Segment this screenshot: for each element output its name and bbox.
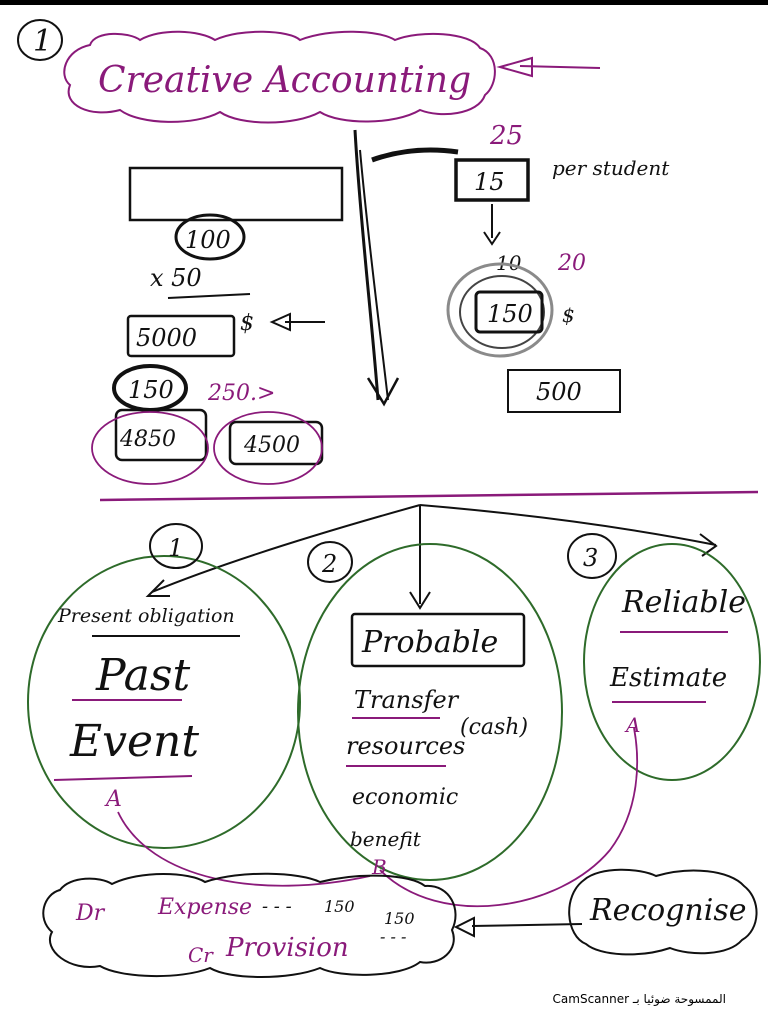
calc-underline <box>167 293 251 299</box>
boxed-value-frame <box>507 369 621 413</box>
per-student-label: per student <box>552 156 670 180</box>
criterion-2-line-5: economic <box>352 785 458 810</box>
scanner-watermark: CamScanner الممسوحة ضوئيا بـ <box>552 992 726 1006</box>
criterion-circle-1 <box>27 555 301 849</box>
criterion-circle-3 <box>583 543 761 781</box>
deduction-value: 150 <box>128 376 174 404</box>
arrow-head-3 <box>699 533 718 557</box>
debit-label: Dr <box>75 901 106 926</box>
criterion-2-line-6: benefit <box>350 827 422 851</box>
credit-account: Provision <box>225 933 349 963</box>
criterion-number-2: 2 <box>321 550 337 578</box>
total-value: 5000 <box>136 324 197 352</box>
connector-arc-2 <box>379 727 639 908</box>
result-loop <box>91 411 209 485</box>
criterion-3-line-2: Estimate <box>609 663 727 693</box>
right-currency: $ <box>562 303 575 327</box>
criterion-number-circle-2 <box>307 541 353 583</box>
criterion-1-line-1: Present obligation <box>57 605 235 627</box>
credit-label: Cr <box>188 943 214 967</box>
top-note: 25 <box>489 121 523 151</box>
top-stroke <box>371 147 459 163</box>
criterion-2-line-4: (cash) <box>460 715 528 740</box>
mid-note-b: 20 <box>557 251 586 276</box>
arrow-head-1 <box>145 579 170 597</box>
criterion-3-line-1: Reliable <box>621 585 746 620</box>
value-box <box>474 290 544 334</box>
circled-value: 100 <box>185 226 231 254</box>
criterion-1-line-3: Event <box>69 716 199 767</box>
alt-result-loop <box>213 411 323 485</box>
value-circle-inner <box>459 275 545 349</box>
credit-amount: 150 <box>384 909 415 928</box>
total-currency: $ <box>240 311 254 336</box>
value-circle-outer <box>446 262 554 358</box>
alt-result-value: 4500 <box>243 433 300 458</box>
debit-dashes: - - - <box>262 896 292 917</box>
recognise-cloud <box>568 868 758 956</box>
criterion-number-1: 1 <box>168 534 183 562</box>
title-arrow-line <box>519 65 601 69</box>
recognise-arrow-head <box>453 916 475 938</box>
debit-account: Expense <box>157 895 252 920</box>
criterion-number-circle-1 <box>149 523 203 569</box>
criterion-1-marker: A <box>104 787 122 812</box>
multiplier: x 50 <box>150 264 202 292</box>
result-value: 4850 <box>119 427 176 452</box>
vertical-divider-2 <box>359 149 389 401</box>
blank-box <box>128 166 344 222</box>
arrow-to-circle-3 <box>419 504 717 546</box>
vertical-divider <box>353 129 380 401</box>
boxed-value: 500 <box>536 378 582 406</box>
entry-cloud <box>42 872 457 978</box>
title-arrow-head <box>496 56 533 78</box>
criterion-1-line-2: Past <box>95 650 190 701</box>
divider-arrow-head <box>366 377 400 407</box>
total-box <box>126 314 236 358</box>
arrow-head-2 <box>409 591 431 610</box>
criterion-2-line-3: resources <box>346 732 465 760</box>
page-number-circle <box>17 19 63 61</box>
criterion-1-underline-3 <box>53 775 193 781</box>
page-title: Creative Accounting <box>98 60 471 101</box>
criterion-2-line-1: Probable <box>361 625 498 660</box>
page-number: 1 <box>33 24 52 59</box>
deduction-note: 250.> <box>207 381 275 406</box>
criterion-circle-2 <box>297 543 563 881</box>
arrow-to-circle-1 <box>151 504 421 593</box>
per-student-value: 15 <box>474 168 505 196</box>
result-box <box>114 408 208 462</box>
title-cloud <box>63 30 496 124</box>
recognise-arrow-line <box>471 923 583 927</box>
down-arrow-head <box>483 231 501 246</box>
probable-box <box>350 612 526 668</box>
recognise-label: Recognise <box>589 893 746 928</box>
per-student-box <box>454 158 530 202</box>
horizontal-divider <box>99 490 759 502</box>
total-arrow-head <box>269 312 291 332</box>
criterion-number-circle-3 <box>567 533 617 579</box>
value-circle <box>174 213 246 261</box>
credit-dashes: - - - <box>380 927 406 946</box>
circled-value-right: 150 <box>487 300 533 328</box>
criterion-3-marker: A <box>624 713 640 737</box>
top-edge <box>0 0 768 5</box>
criterion-2-line-2: Transfer <box>354 686 460 714</box>
debit-amount: 150 <box>324 897 355 916</box>
criterion-number-3: 3 <box>583 544 598 572</box>
